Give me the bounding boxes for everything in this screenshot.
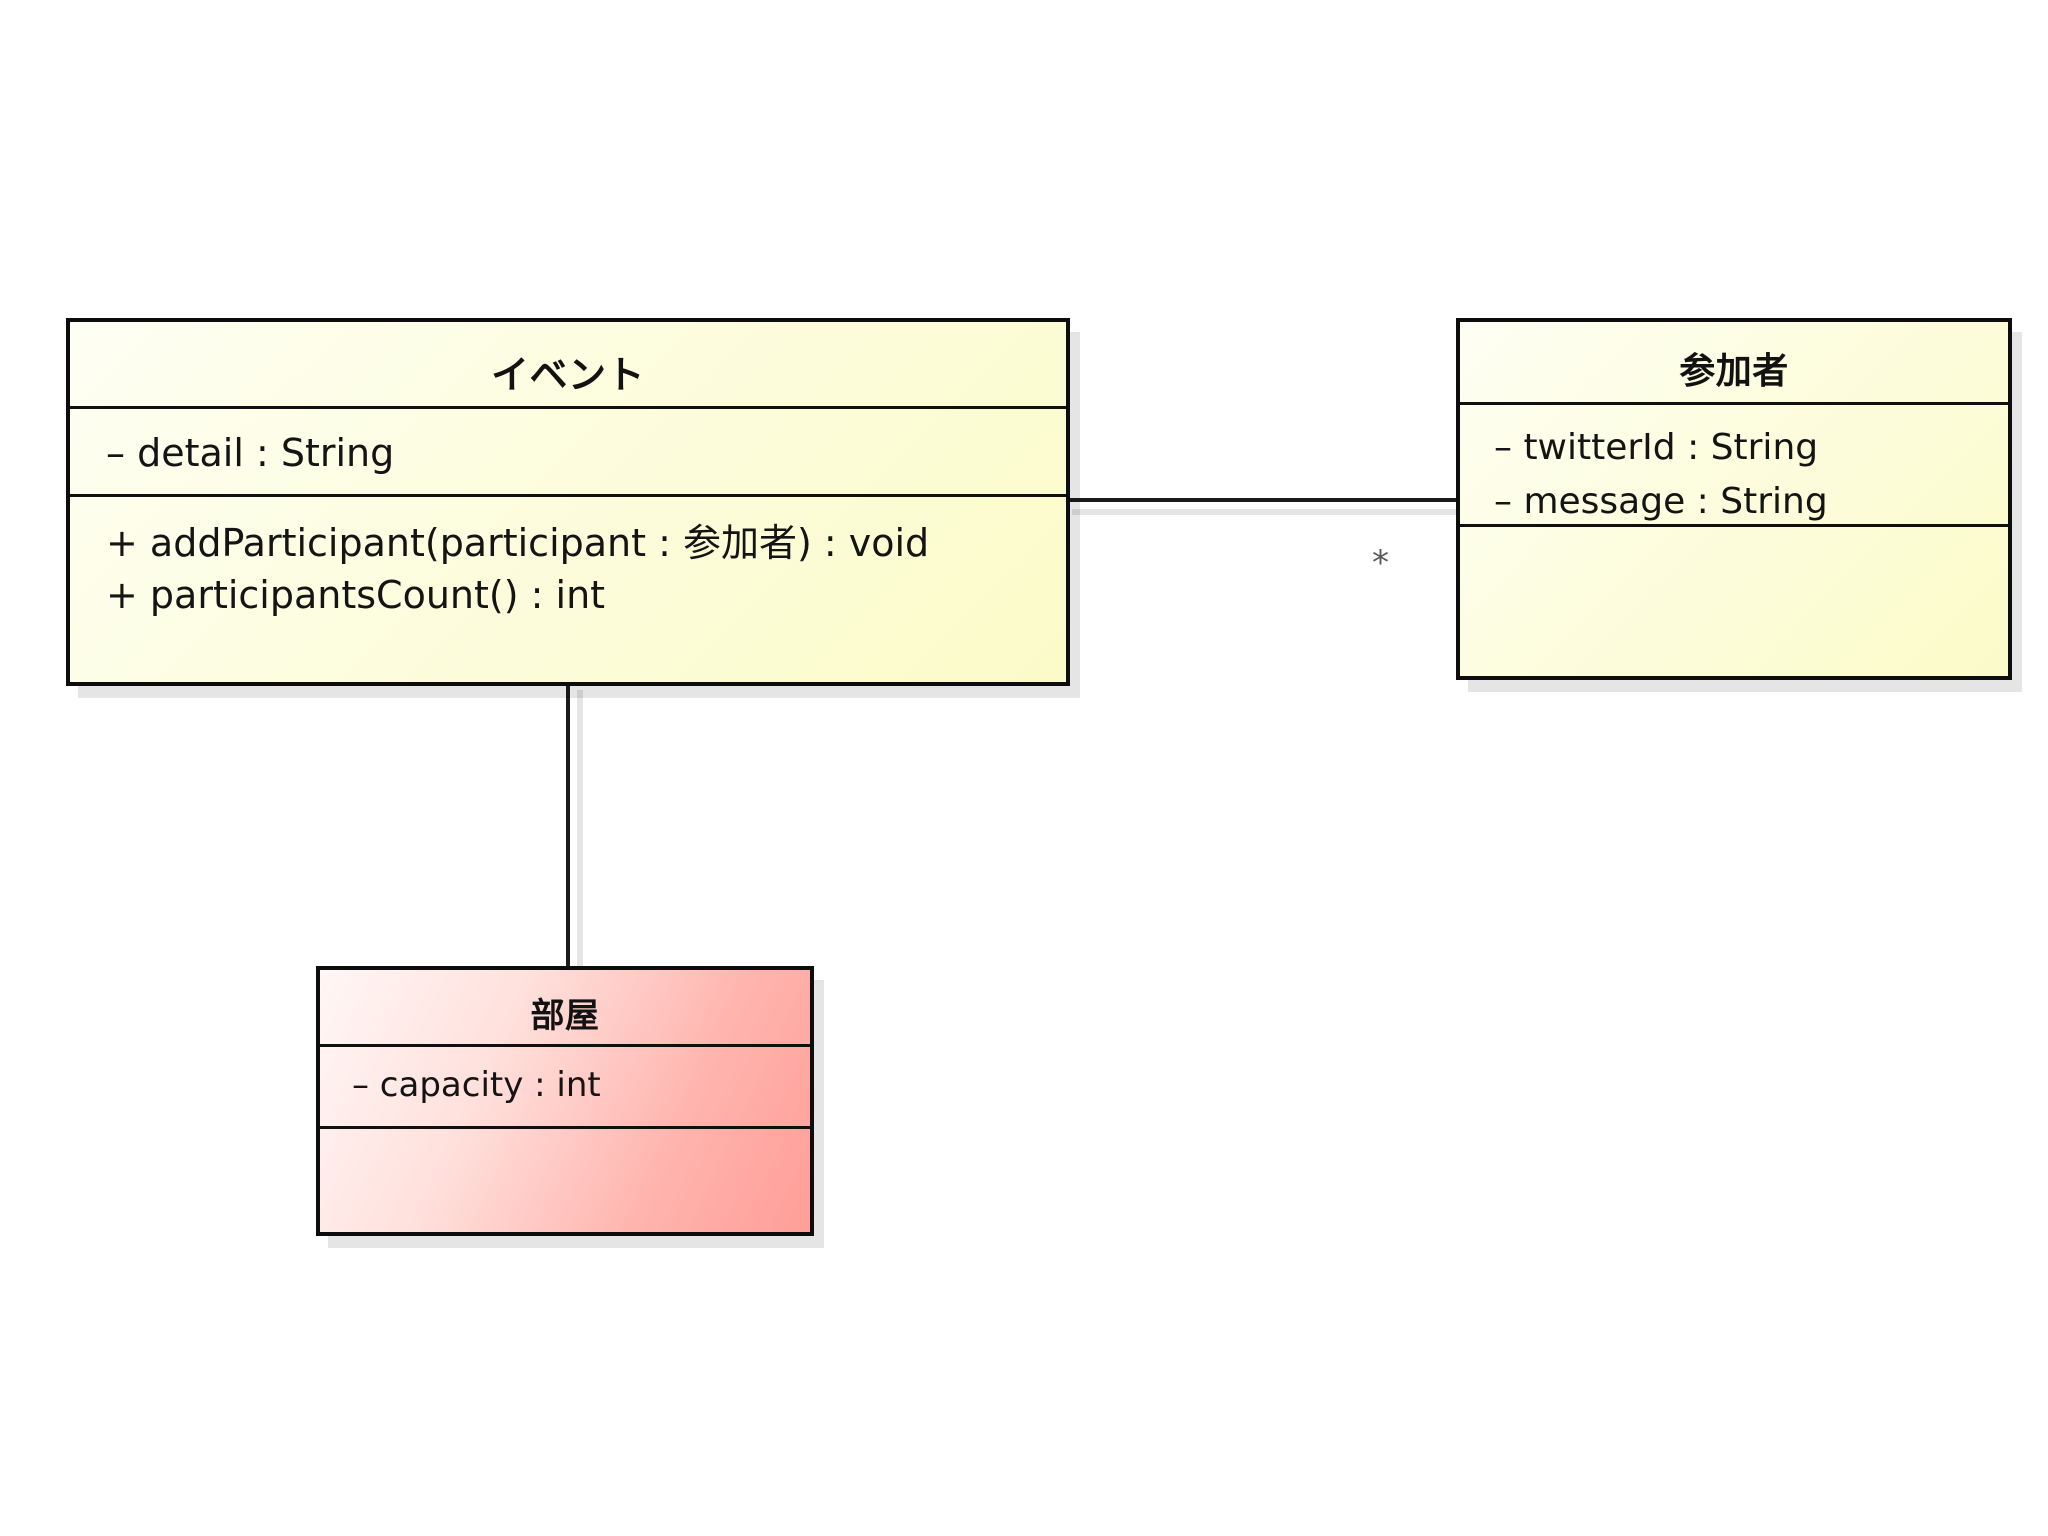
class-room-attributes-compartment: – capacity : int: [320, 1044, 810, 1126]
class-box-event[interactable]: イベント – detail : String + addParticipant(…: [66, 318, 1070, 686]
class-participant-attribute: – twitterId : String: [1494, 427, 1819, 468]
class-room-methods-compartment: [320, 1126, 810, 1232]
class-box-participant[interactable]: 参加者 – twitterId : String – message : Str…: [1456, 318, 2012, 680]
class-event-name: イベント: [490, 353, 645, 397]
class-room-title-compartment: 部屋: [320, 970, 810, 1044]
class-box-room[interactable]: 部屋 – capacity : int: [316, 966, 814, 1236]
class-event-method: + participantsCount() : int: [106, 573, 606, 617]
class-event-title-compartment: イベント: [70, 322, 1066, 406]
multiplicity-participant: *: [1372, 543, 1389, 583]
class-room-attribute: – capacity : int: [352, 1065, 601, 1105]
class-participant-attributes-compartment: – twitterId : String – message : String: [1460, 402, 2008, 524]
class-participant-attribute: – message : String: [1494, 481, 1828, 522]
class-participant-name: 参加者: [1679, 351, 1789, 392]
class-participant-title-compartment: 参加者: [1460, 322, 2008, 402]
class-event-attribute: – detail : String: [106, 431, 395, 475]
class-room-name: 部屋: [530, 996, 600, 1036]
class-event-method: + addParticipant(participant : 参加者) : vo…: [106, 521, 930, 565]
class-event-attributes-compartment: – detail : String: [70, 406, 1066, 494]
class-participant-methods-compartment: [1460, 524, 2008, 676]
class-event-methods-compartment: + addParticipant(participant : 参加者) : vo…: [70, 494, 1066, 682]
